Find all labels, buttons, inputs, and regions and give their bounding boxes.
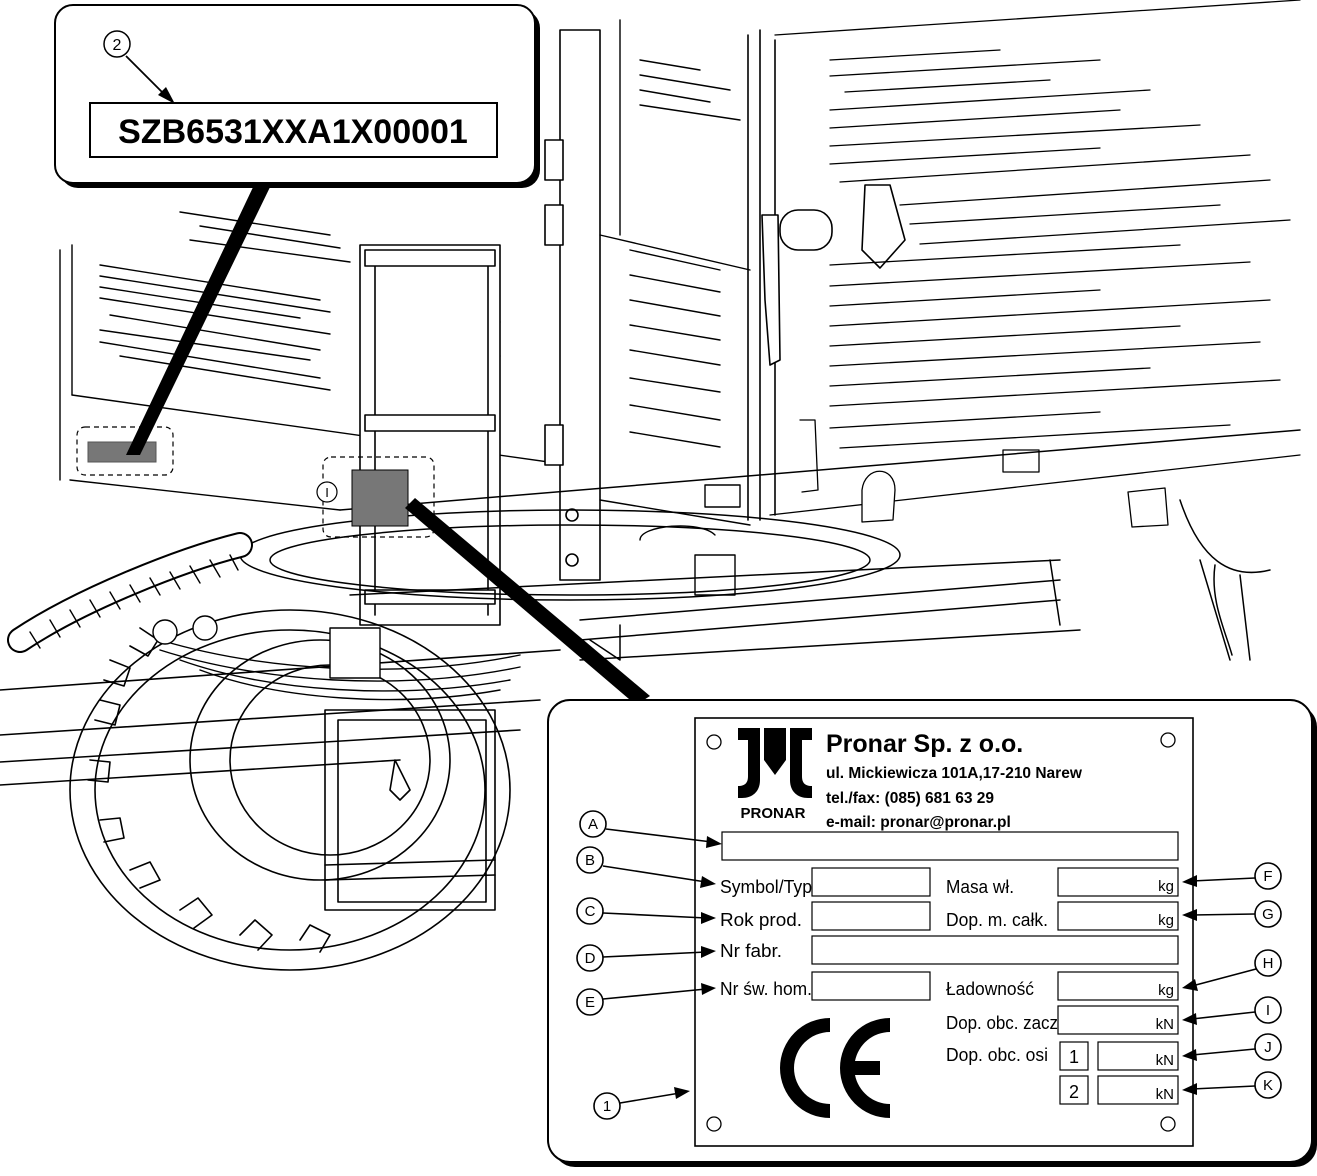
step-bracket bbox=[324, 709, 496, 911]
vin-number: SZB6531XXA1X00001 bbox=[118, 113, 468, 151]
axle-2-box bbox=[1059, 1075, 1089, 1105]
callout-2-arrowhead bbox=[158, 87, 175, 104]
callout-2-label: 2 bbox=[113, 37, 122, 54]
ce-mark bbox=[780, 1018, 890, 1118]
callout-2 bbox=[103, 30, 131, 58]
chassis bbox=[239, 429, 1301, 661]
unit-i: kN bbox=[1156, 1016, 1174, 1033]
leaf-spring bbox=[152, 615, 521, 701]
callouts-left bbox=[576, 810, 722, 1120]
vin-location-box bbox=[76, 426, 174, 476]
axle-number-2: 2 bbox=[1069, 1082, 1079, 1102]
company-email: e-mail: pronar@pronar.pl bbox=[826, 814, 1011, 831]
vin-leader-wedge bbox=[126, 183, 272, 455]
callout-1 bbox=[593, 1087, 690, 1120]
nameplate-location-marker bbox=[351, 469, 409, 527]
mounting-hole-tr bbox=[1160, 732, 1176, 748]
callout-k-label: K bbox=[1263, 1077, 1273, 1094]
nameplate-location-box bbox=[322, 456, 435, 538]
callout-i bbox=[1182, 996, 1282, 1025]
field-i-box bbox=[1057, 1005, 1179, 1035]
callout-i-label: I bbox=[1266, 1002, 1270, 1019]
callout-h-label: H bbox=[1263, 955, 1274, 972]
callout-f bbox=[1182, 862, 1282, 890]
field-g-box bbox=[1057, 901, 1179, 931]
callout-a bbox=[579, 810, 722, 848]
label-homologation: Nr św. hom. bbox=[720, 979, 812, 999]
unit-j: kN bbox=[1156, 1052, 1174, 1069]
callout-b bbox=[576, 846, 716, 888]
callout-small-i-label: I bbox=[325, 485, 329, 500]
label-year: Rok prod. bbox=[720, 910, 802, 930]
door-post bbox=[747, 29, 906, 521]
callouts-right bbox=[1182, 862, 1282, 1099]
corner-post bbox=[544, 29, 601, 581]
field-h-box bbox=[1057, 971, 1179, 1001]
label-axle-load: Dop. obc. osi bbox=[946, 1045, 1048, 1065]
callout-e-label: E bbox=[585, 994, 595, 1011]
vin-location-marker bbox=[87, 441, 157, 463]
label-symbol: Symbol/Typ bbox=[720, 877, 812, 897]
callout-a-label: A bbox=[588, 816, 598, 833]
unit-g: kg bbox=[1158, 912, 1174, 929]
hydraulic-hose bbox=[7, 532, 253, 653]
right-side-panel bbox=[769, 0, 1301, 528]
callout-f-label: F bbox=[1263, 868, 1272, 885]
pronar-logo: PRONAR bbox=[738, 728, 812, 822]
callout-1-label: 1 bbox=[603, 1098, 611, 1115]
callout-k bbox=[1182, 1071, 1282, 1099]
label-hitch-load: Dop. obc. zacz bbox=[946, 1013, 1058, 1033]
field-j-box bbox=[1097, 1041, 1179, 1071]
company-address: ul. Mickiewicza 101A,17-210 Narew bbox=[826, 765, 1083, 782]
field-e-box bbox=[811, 971, 931, 1001]
field-f-box bbox=[1057, 867, 1179, 897]
field-a-box bbox=[721, 831, 1179, 861]
logo-text: PRONAR bbox=[740, 805, 805, 822]
front-panel bbox=[599, 19, 751, 596]
unit-f: kg bbox=[1158, 878, 1174, 895]
callout-b-label: B bbox=[585, 852, 595, 869]
mounting-hole-tl bbox=[706, 734, 722, 750]
callout-h bbox=[1182, 949, 1282, 991]
company-phone: tel./fax: (085) 681 63 29 bbox=[826, 790, 994, 807]
label-payload: Ładowność bbox=[946, 979, 1034, 999]
field-b-box bbox=[811, 867, 931, 897]
unit-h: kg bbox=[1158, 982, 1174, 999]
callout-d-label: D bbox=[585, 950, 596, 967]
callout-e bbox=[576, 983, 716, 1016]
callout-c-label: C bbox=[585, 903, 596, 920]
callout-d bbox=[576, 944, 716, 972]
company-name: Pronar Sp. z o.o. bbox=[826, 730, 1023, 758]
label-gross-mass: Dop. m. całk. bbox=[946, 910, 1048, 930]
mounting-hole-br bbox=[1160, 1116, 1176, 1132]
field-k-box bbox=[1097, 1075, 1179, 1105]
wheel bbox=[69, 609, 511, 971]
callout-c bbox=[576, 897, 716, 925]
callout-j-label: J bbox=[1264, 1039, 1272, 1056]
axle-1-box bbox=[1059, 1041, 1089, 1071]
label-tare-mass: Masa wł. bbox=[946, 877, 1014, 897]
callout-g bbox=[1182, 900, 1282, 928]
mounting-hole-bl bbox=[706, 1116, 722, 1132]
axle-number-1: 1 bbox=[1069, 1047, 1079, 1067]
nameplate-leader-wedge bbox=[405, 498, 650, 705]
field-d-box bbox=[811, 935, 1179, 965]
field-c-box bbox=[811, 901, 931, 931]
unit-k: kN bbox=[1156, 1086, 1174, 1103]
nameplate bbox=[694, 717, 1194, 1147]
callout-g-label: G bbox=[1262, 906, 1274, 923]
nameplate-callout: PRONAR Pronar Sp. z o.o. ul. Mickiewicza… bbox=[547, 699, 1313, 1163]
trailer-illustration bbox=[0, 0, 1301, 971]
callout-small-i bbox=[316, 481, 338, 503]
vin-plate bbox=[89, 102, 498, 158]
drawbar bbox=[0, 649, 561, 786]
label-serial: Nr fabr. bbox=[720, 941, 782, 961]
vin-callout: SZB6531XXA1X00001 2 bbox=[54, 4, 536, 184]
callout-j bbox=[1182, 1033, 1282, 1061]
